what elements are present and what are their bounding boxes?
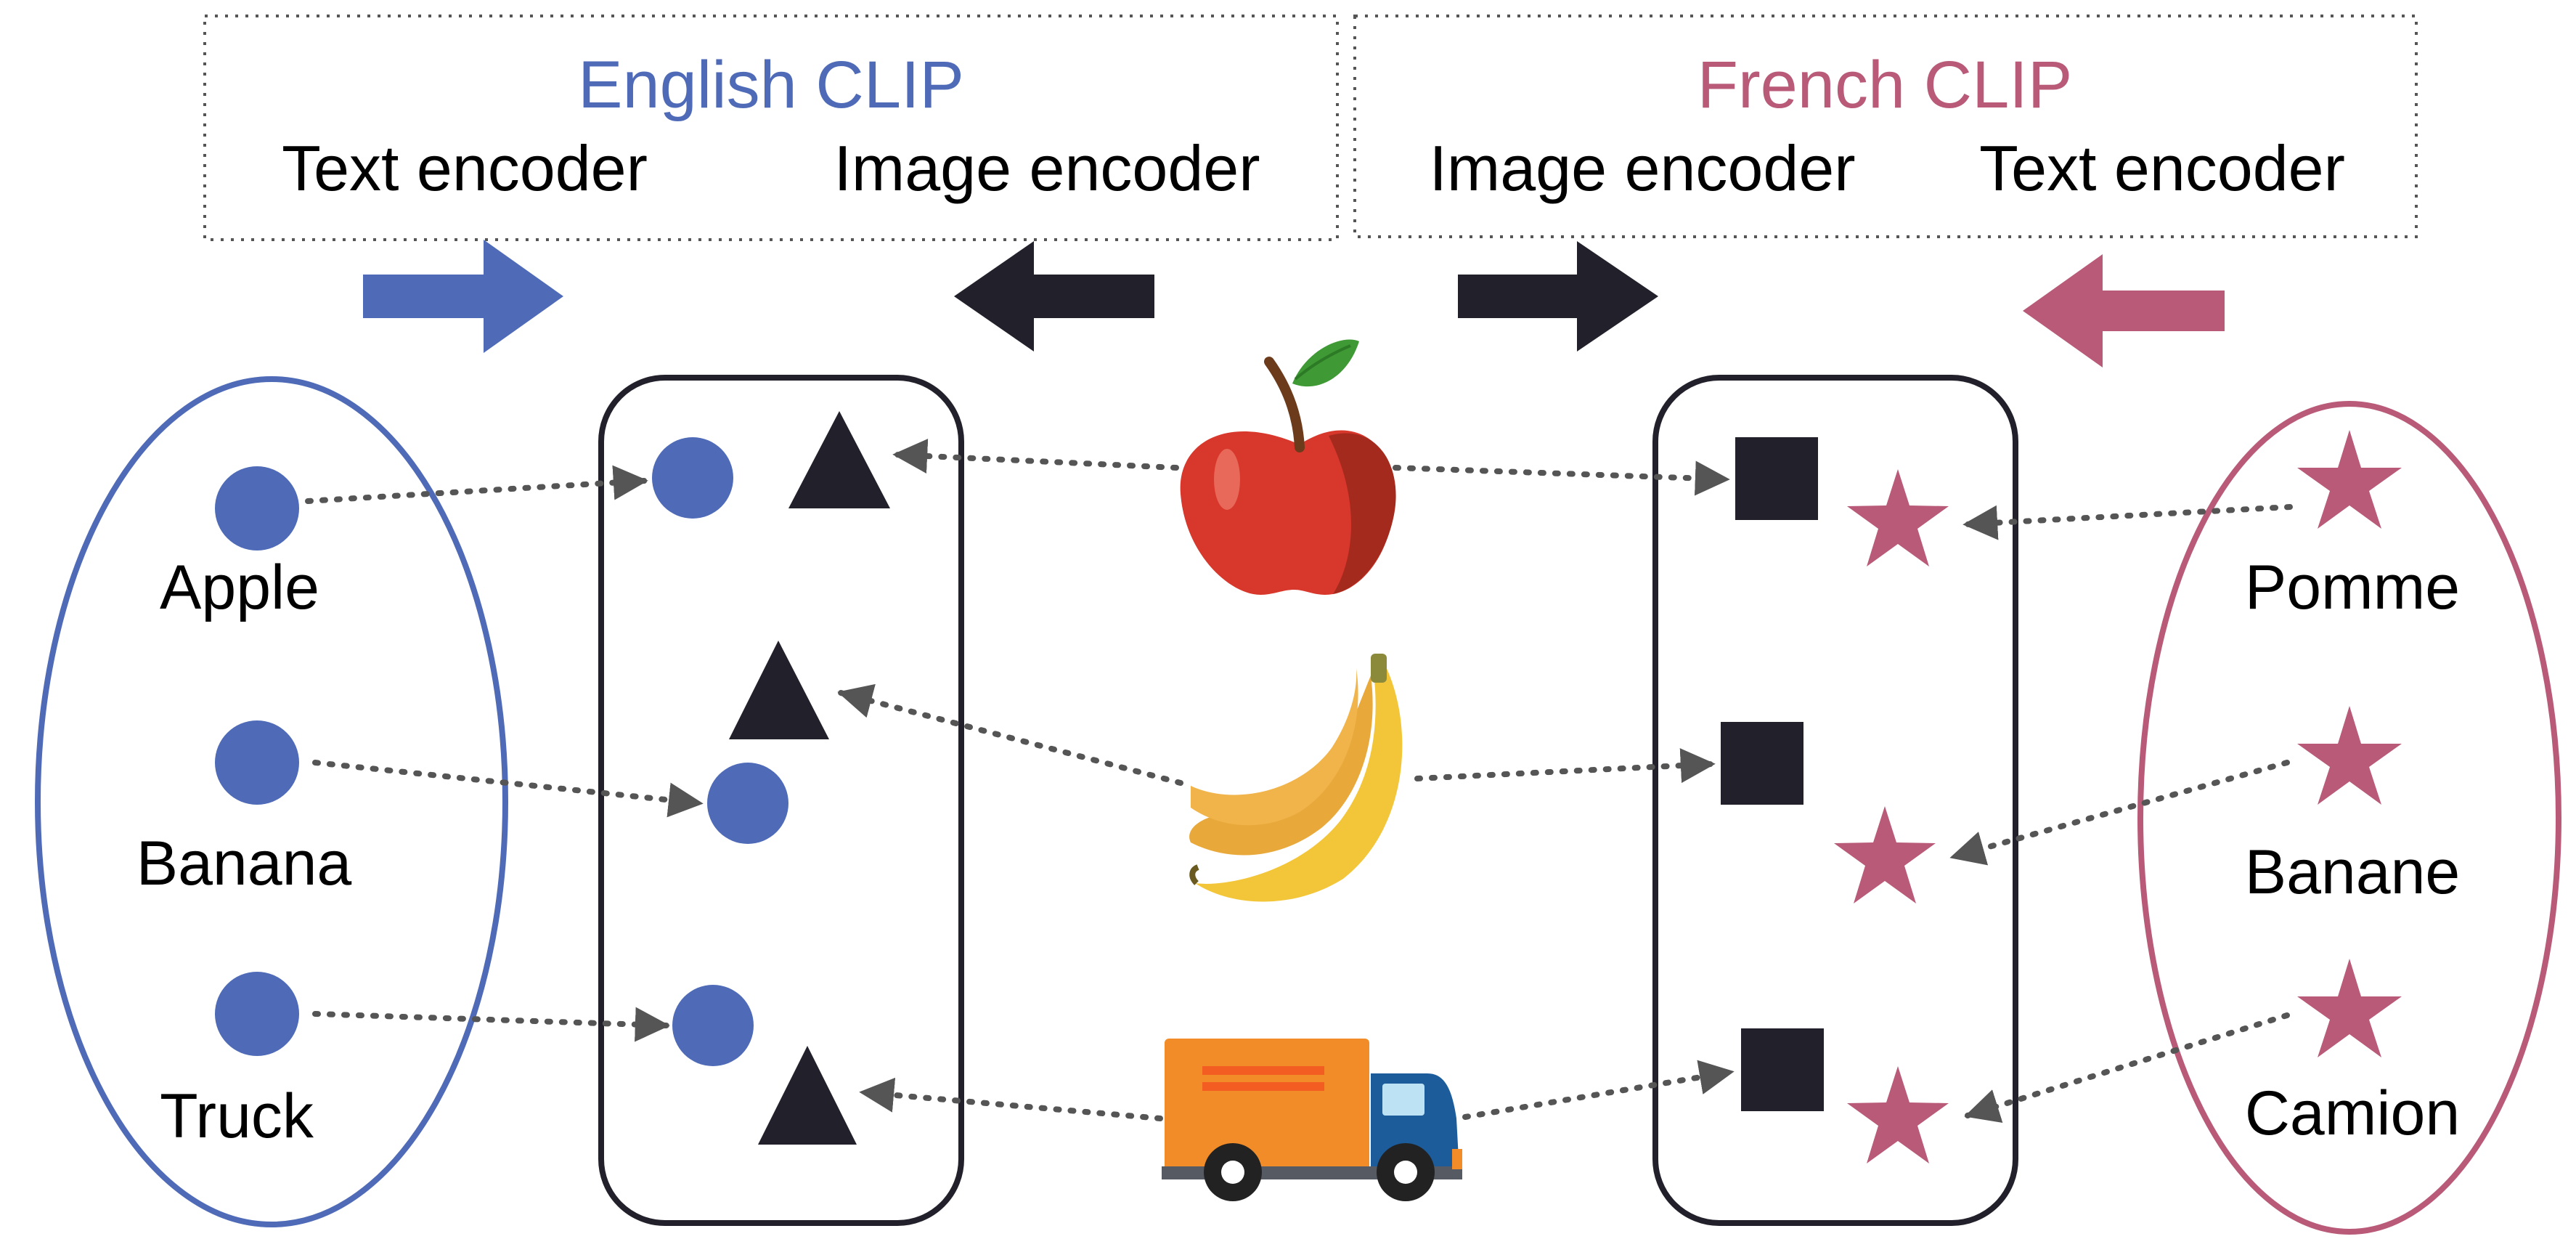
connector-apple-image-to-english <box>892 439 1179 474</box>
french-embedding-box <box>1652 375 2018 1226</box>
connector-banana-image-to-english <box>837 683 1183 786</box>
english-embedding-space <box>598 375 964 1226</box>
english-image-embedding-banana <box>729 641 829 739</box>
english-word-apple: Apple <box>160 553 319 622</box>
english-text-encoder-label: Text encoder <box>282 132 648 204</box>
banana-icon <box>1189 654 1403 902</box>
french-text-encoder-label: Text encoder <box>1979 132 2345 204</box>
connectors <box>305 439 2293 1123</box>
english-clip-header: English CLIP Text encoder Image encoder <box>203 15 1339 241</box>
french-word-pomme: Pomme <box>2245 553 2460 622</box>
connector-banana-word-to-embedding <box>312 760 704 818</box>
french-image-embedding-banana <box>1721 722 1803 805</box>
connector-apple-word-to-embedding <box>305 465 648 504</box>
connector-truck-image-to-english <box>859 1077 1163 1121</box>
french-clip-box <box>1353 15 2418 238</box>
english-text-embedding-apple <box>652 437 733 519</box>
english-words-group: Apple Banana Truck <box>35 376 508 1227</box>
connector-pomme-word-to-embedding <box>1962 504 2293 540</box>
connector-truck-image-to-french <box>1462 1060 1735 1120</box>
french-image-encoder-arrow <box>1458 241 1658 352</box>
english-clip-box <box>203 15 1339 241</box>
apple-icon <box>1180 339 1396 595</box>
french-words-ellipse <box>2137 401 2561 1235</box>
french-text-embedding-camion <box>1847 1066 1949 1163</box>
banane-word-point <box>2297 706 2402 805</box>
french-image-embedding-apple <box>1735 437 1818 520</box>
camion-word-point <box>2297 959 2402 1057</box>
english-image-encoder-arrow <box>954 241 1154 352</box>
french-text-encoder-arrow <box>2023 254 2225 367</box>
connector-apple-image-to-french <box>1393 460 1730 496</box>
french-image-encoder-label: Image encoder <box>1429 132 1855 204</box>
english-clip-title: English CLIP <box>578 48 964 122</box>
french-words-group: Pomme Banane Camion <box>2137 401 2561 1235</box>
connector-banane-word-to-embedding <box>1949 760 2290 866</box>
french-image-embedding-truck <box>1741 1028 1824 1111</box>
french-embedding-space <box>1652 375 2018 1226</box>
french-text-embedding-banane <box>1834 806 1936 903</box>
french-word-banane: Banane <box>2245 837 2461 907</box>
english-image-embedding-truck <box>758 1046 857 1145</box>
banana-word-point <box>215 720 299 805</box>
french-clip-header: French CLIP Image encoder Text encoder <box>1353 15 2418 238</box>
connector-truck-word-to-embedding <box>312 1007 670 1042</box>
french-text-embedding-pomme <box>1847 469 1949 566</box>
english-embedding-box <box>598 375 964 1226</box>
apple-word-point <box>215 466 299 551</box>
truck-word-point <box>215 972 299 1056</box>
english-text-embedding-banana <box>707 763 788 844</box>
french-clip-title: French CLIP <box>1697 48 2072 122</box>
english-words-ellipse <box>35 376 508 1227</box>
english-text-embedding-truck <box>672 985 754 1066</box>
english-image-embedding-apple <box>788 411 890 508</box>
french-word-camion: Camion <box>2245 1079 2460 1148</box>
connector-camion-word-to-embedding <box>1964 1012 2290 1123</box>
truck-icon <box>1162 1039 1462 1201</box>
english-word-banana: Banana <box>136 829 352 898</box>
english-text-encoder-arrow <box>363 240 563 353</box>
english-image-encoder-label: Image encoder <box>833 132 1260 204</box>
connector-banana-image-to-french <box>1414 748 1716 784</box>
pomme-word-point <box>2297 430 2402 529</box>
english-word-truck: Truck <box>160 1081 314 1151</box>
